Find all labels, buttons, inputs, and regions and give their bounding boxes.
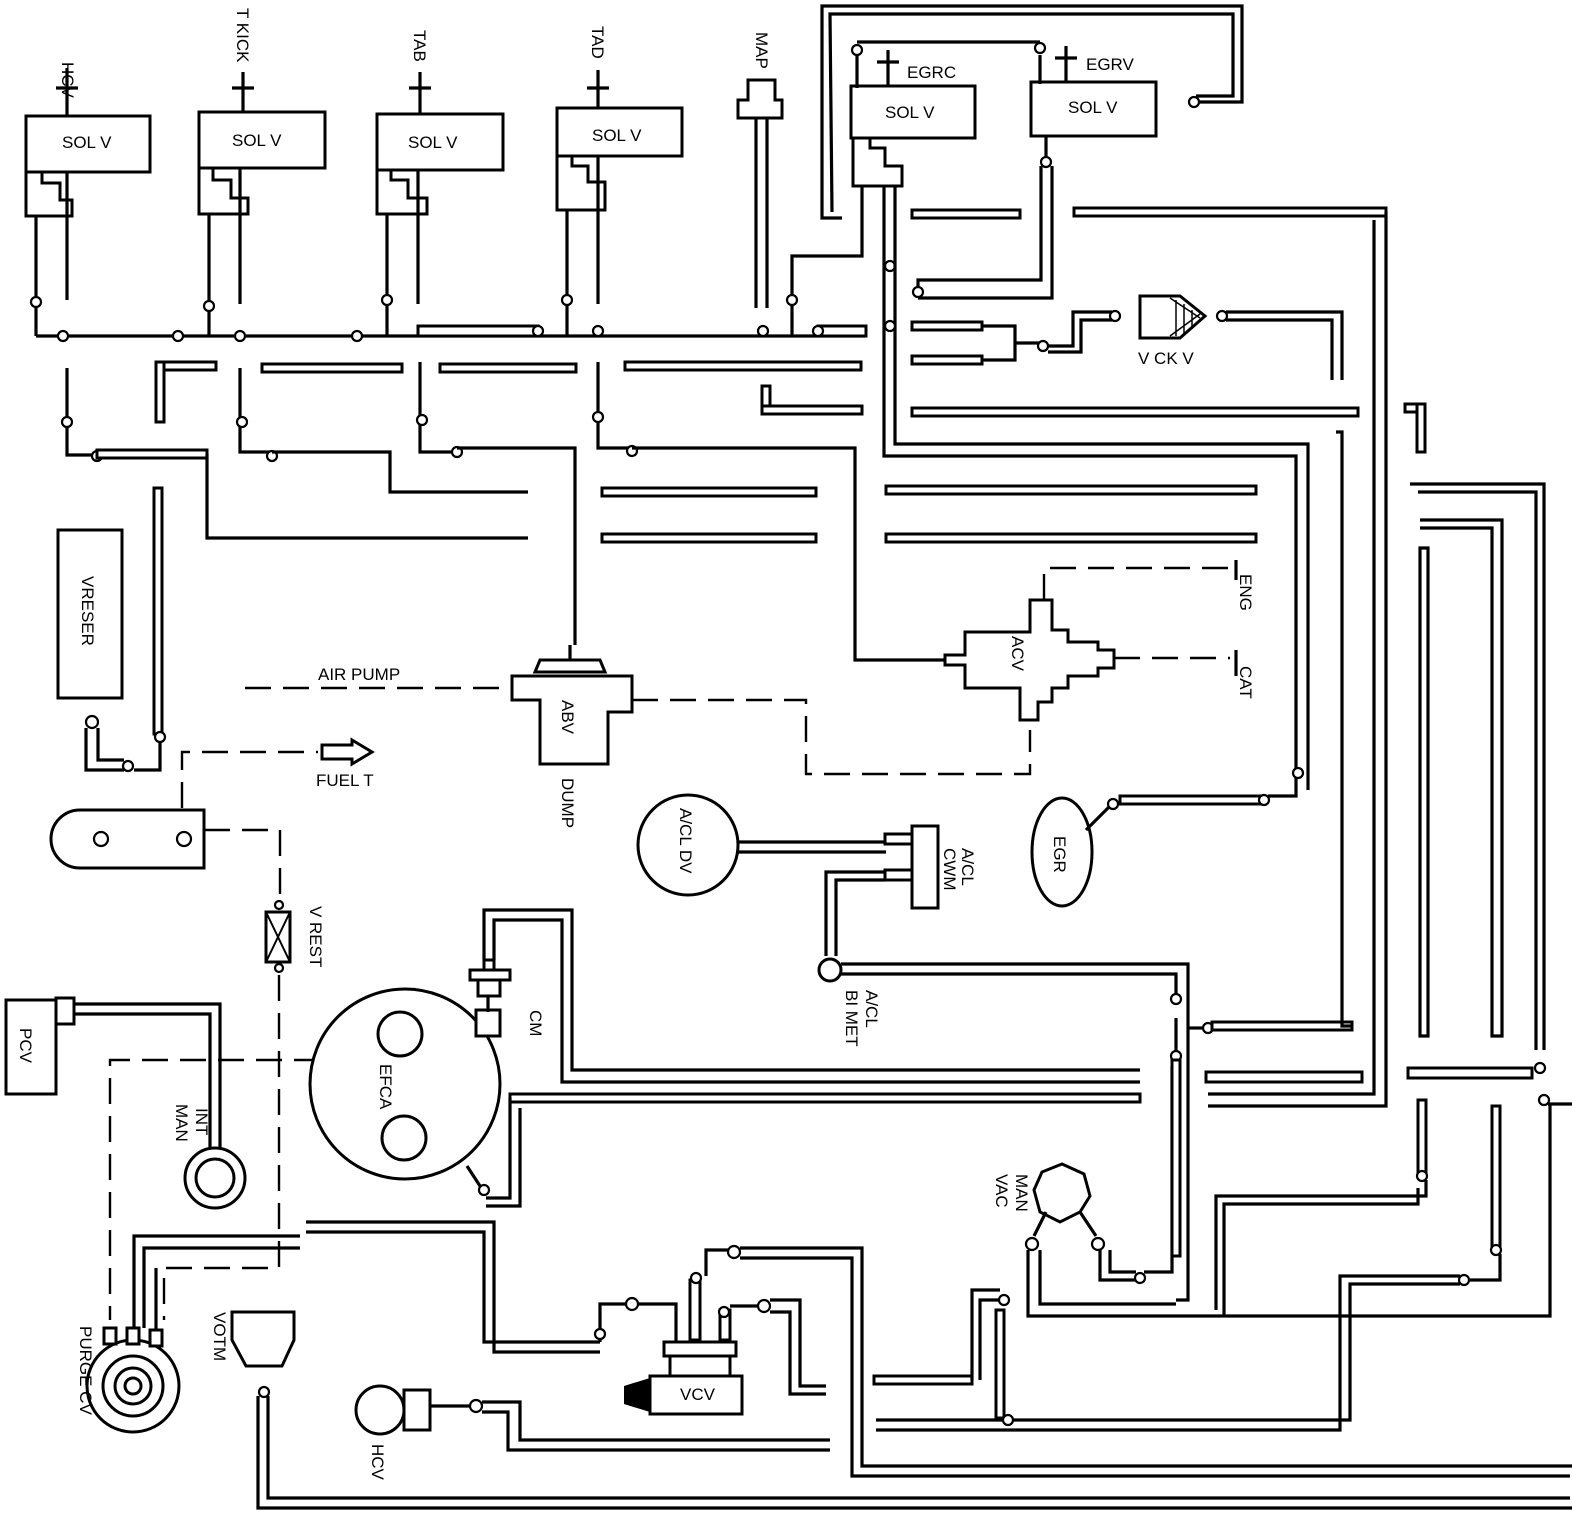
vcv-label: VCV [680, 1385, 716, 1404]
pcv-label: PCV [16, 1028, 35, 1064]
right-side-hoses [872, 482, 1572, 1432]
vcv: VCV [593, 1244, 1572, 1478]
vckv-label: V CK V [1138, 349, 1194, 368]
acl-bimet-label-2: BI MET [842, 990, 861, 1047]
acl-bimet-label-1: A/CL [862, 990, 881, 1028]
solenoid-label-tad: SOL V [592, 126, 642, 145]
acv-label: ACV [1008, 636, 1027, 672]
purge-cv-label: PURGE CV [76, 1326, 95, 1415]
efca-label: EFCA [376, 1064, 395, 1110]
egr-solenoid-hoses [790, 4, 1388, 1108]
eng-label: ENG [1236, 574, 1255, 611]
purge-control-valve: PURGE CV [76, 1234, 300, 1434]
int-man-label-2: MAN [172, 1104, 191, 1142]
solenoid-label-tkick: SOL V [232, 131, 282, 150]
solenoid-label-egrc: SOL V [885, 103, 935, 122]
manifold-branches [60, 208, 1427, 662]
solenoid-tag-hcv: HCV [58, 62, 77, 99]
pcv-valve: PCV INT MAN [4, 996, 247, 1210]
solenoid-label-tab: SOL V [408, 133, 458, 152]
cm-label: CM [526, 1010, 545, 1036]
man-vac-label-2: VAC [992, 1174, 1011, 1208]
vacuum-reservoir: VRESER [56, 486, 167, 773]
main-vacuum-manifold [29, 262, 868, 343]
egr-label: EGR [1050, 836, 1069, 873]
votm: VOTM [210, 1310, 1572, 1510]
egr-valve: EGR [1030, 778, 1298, 908]
vacuum-check-valve: V CK V [910, 294, 1344, 380]
efca-carburetor: EFCA CM [308, 908, 1142, 1208]
air-bypass-valve: AIR PUMP ABV DUMP [245, 645, 1032, 828]
manifold-vacuum-port: MAN VAC [992, 430, 1552, 1318]
fuel-tank-vent: FUEL T [49, 737, 375, 905]
int-man-label-1: INT [192, 1108, 211, 1135]
hcv-valve-label: HCV [368, 1444, 387, 1481]
air-control-valve: ACV ENG CAT [943, 560, 1255, 722]
cat-label: CAT [1236, 666, 1255, 699]
acl-cwm-label-2: CWM [940, 848, 959, 890]
air-cleaner-diaphragm-valve: A/CL DV A/CL CWM A/CL BI MET [636, 793, 1190, 1047]
acl-dv-label: A/CL DV [676, 808, 695, 874]
solenoid-label-egrv: SOL V [1068, 98, 1118, 117]
solenoid-tag-egrv: EGRV [1086, 55, 1135, 74]
solenoid-valve-tab: TAB SOL V [375, 30, 505, 304]
fuel-t-label: FUEL T [316, 771, 374, 790]
vreser-label: VRESER [78, 576, 97, 646]
map-sensor: MAP [736, 32, 784, 308]
acl-cwm-label-1: A/CL [958, 848, 977, 886]
solenoid-tag-tkick: T KICK [233, 8, 252, 63]
dump-label: DUMP [558, 778, 577, 828]
v-rest-label-2: REST [306, 922, 325, 967]
abv-label: ABV [558, 700, 577, 735]
solenoid-tag-tad: TAD [588, 26, 607, 59]
solenoid-tag-egrc: EGRC [907, 63, 956, 82]
solenoid-valve-egrv: EGRV SOL V [1029, 46, 1158, 138]
solenoid-tag-tab: TAB [410, 30, 429, 62]
solenoid-valve-hcv: HCV SOL V [24, 62, 152, 300]
v-rest-label-1: V [306, 906, 325, 918]
air-pump-label: AIR PUMP [318, 665, 400, 684]
map-label: MAP [752, 32, 771, 69]
man-vac-label-1: MAN [1012, 1174, 1031, 1212]
solenoid-label-hcv: SOL V [62, 133, 112, 152]
hcv-valve: HCV [306, 1220, 830, 1481]
solenoid-valve-tad: TAD SOL V [555, 26, 684, 304]
solenoid-valve-egrc: EGRC SOL V [849, 50, 977, 188]
vacuum-restrictor: V REST [108, 899, 325, 1320]
solenoid-valve-tkick: T KICK SOL V [197, 8, 327, 304]
votm-label: VOTM [210, 1312, 229, 1361]
